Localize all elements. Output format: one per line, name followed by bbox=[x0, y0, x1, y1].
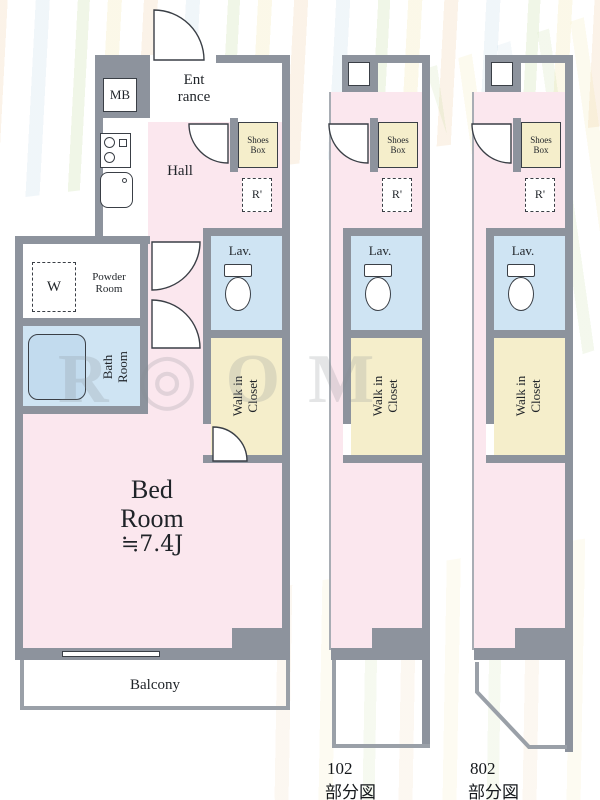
bathtub-icon bbox=[28, 334, 86, 400]
wall bbox=[486, 228, 494, 338]
wall bbox=[343, 228, 351, 338]
shoes-box: Shoes Box bbox=[521, 122, 561, 168]
wall bbox=[474, 648, 573, 660]
balcony-label: Balcony bbox=[130, 676, 180, 693]
toilet-bowl-icon bbox=[365, 277, 391, 311]
wall bbox=[203, 330, 290, 338]
room-corridor bbox=[474, 236, 486, 463]
toilet-tank-icon bbox=[364, 264, 392, 277]
toilet-tank-icon bbox=[224, 264, 252, 277]
wall bbox=[343, 228, 430, 236]
sink-icon bbox=[100, 172, 133, 208]
wall bbox=[513, 118, 521, 172]
cut-edge-line bbox=[472, 92, 474, 650]
hall-label: Hall bbox=[167, 162, 193, 179]
stove-burner-icon bbox=[104, 152, 115, 163]
washer-space: W bbox=[32, 262, 76, 312]
refrigerator-space: R' bbox=[525, 178, 555, 212]
wall bbox=[486, 455, 573, 463]
shoes-box-label: Box bbox=[250, 145, 266, 155]
balcony-rail bbox=[332, 744, 430, 748]
shoes-box: Shoes Box bbox=[238, 122, 278, 168]
stove-icon bbox=[100, 133, 131, 168]
wall bbox=[95, 118, 103, 244]
wall bbox=[343, 330, 430, 338]
powder-room-label: Powder Room bbox=[92, 270, 126, 295]
partial-figure-caption: 部分図 bbox=[325, 783, 376, 800]
room-bedroom bbox=[474, 463, 565, 648]
balcony-rail bbox=[20, 660, 24, 710]
wall bbox=[15, 236, 150, 244]
room-entrance bbox=[148, 63, 282, 122]
wall bbox=[343, 338, 351, 424]
balcony-rail bbox=[286, 660, 290, 710]
toilet-bowl-icon bbox=[225, 277, 251, 311]
lavatory-label: Lav. bbox=[511, 242, 535, 258]
wall bbox=[282, 55, 290, 660]
wall bbox=[203, 228, 211, 338]
entrance-label: Ent rance bbox=[177, 72, 211, 105]
room-corridor bbox=[331, 236, 343, 463]
window bbox=[62, 651, 160, 657]
refrigerator-space: R' bbox=[382, 178, 412, 212]
refrigerator-space: R' bbox=[242, 178, 272, 212]
shaft-box bbox=[348, 62, 370, 86]
toilet-tank-icon bbox=[507, 264, 535, 277]
wall bbox=[216, 55, 290, 63]
wall bbox=[203, 228, 290, 236]
bed-room-size: ≒7.4J bbox=[120, 531, 184, 557]
wall bbox=[230, 118, 238, 172]
wall bbox=[343, 455, 430, 463]
unit-number: 102 bbox=[327, 759, 353, 778]
unit-number: 802 bbox=[470, 759, 496, 778]
wall bbox=[486, 228, 573, 236]
meter-box: MB bbox=[103, 78, 137, 112]
wall bbox=[15, 236, 23, 660]
wall bbox=[422, 55, 430, 748]
room-walk-in-closet bbox=[494, 338, 565, 455]
cut-edge-line bbox=[329, 92, 331, 650]
wall bbox=[486, 338, 494, 424]
toilet-bowl-icon bbox=[508, 277, 534, 311]
balcony-rail bbox=[332, 660, 336, 748]
shoes-box: Shoes Box bbox=[378, 122, 418, 168]
partial-figure-caption: 部分図 bbox=[468, 783, 519, 800]
room-walk-in-closet bbox=[351, 338, 422, 455]
stove-burner-icon bbox=[104, 137, 115, 148]
wall bbox=[15, 406, 148, 414]
wall bbox=[140, 326, 148, 414]
wall bbox=[485, 55, 573, 63]
wall bbox=[342, 55, 430, 63]
wall bbox=[370, 118, 378, 172]
shoes-box-label: Shoes bbox=[247, 134, 269, 145]
wall bbox=[140, 236, 148, 326]
stove-grill-icon bbox=[119, 139, 127, 147]
walk-in-closet-label: Walk in Closet bbox=[513, 375, 543, 417]
balcony-rail bbox=[20, 706, 290, 710]
wall bbox=[486, 330, 573, 338]
lavatory-label: Lav. bbox=[368, 242, 392, 258]
wall bbox=[203, 338, 211, 424]
wall bbox=[331, 648, 430, 660]
wall bbox=[15, 318, 148, 326]
room-bedroom bbox=[331, 463, 422, 648]
bed-room-label: Bed Room ≒7.4J bbox=[120, 474, 184, 557]
shaft-box bbox=[491, 62, 513, 86]
watermark: R◎OM bbox=[58, 341, 403, 418]
wall bbox=[565, 55, 573, 752]
lavatory-label: Lav. bbox=[228, 242, 252, 258]
faucet-icon bbox=[122, 178, 127, 183]
